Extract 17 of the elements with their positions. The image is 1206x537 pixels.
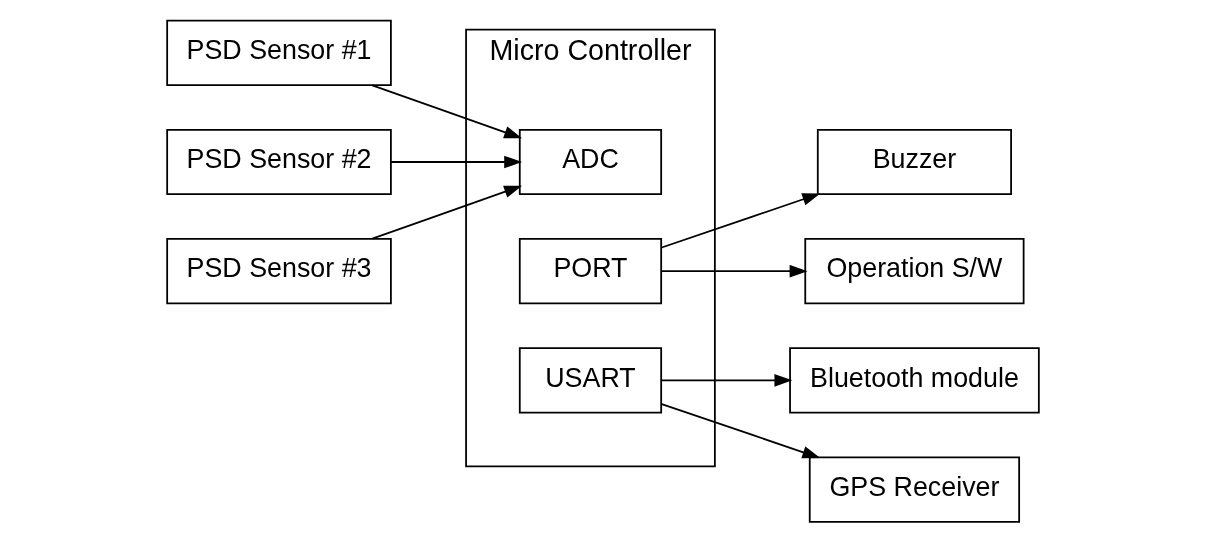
node-box: PSD Sensor #3 <box>166 238 392 305</box>
arrow <box>390 155 523 169</box>
node-box: Operation S/W <box>804 238 1025 305</box>
node-box: Buzzer <box>816 128 1012 196</box>
node-box: PORT <box>518 238 663 305</box>
node-box: Bluetooth module <box>789 347 1040 414</box>
arrow <box>660 403 821 459</box>
arrow <box>371 84 523 139</box>
node-box: GPS Receiver <box>808 456 1021 523</box>
arrow <box>660 193 821 249</box>
arrow <box>371 185 523 240</box>
node-box: PSD Sensor #2 <box>166 128 392 196</box>
node-box: USART <box>518 347 663 414</box>
node-box: ADC <box>518 128 663 196</box>
node-box: PSD Sensor #1 <box>166 19 392 86</box>
arrow <box>660 374 793 387</box>
arrow <box>660 264 808 278</box>
